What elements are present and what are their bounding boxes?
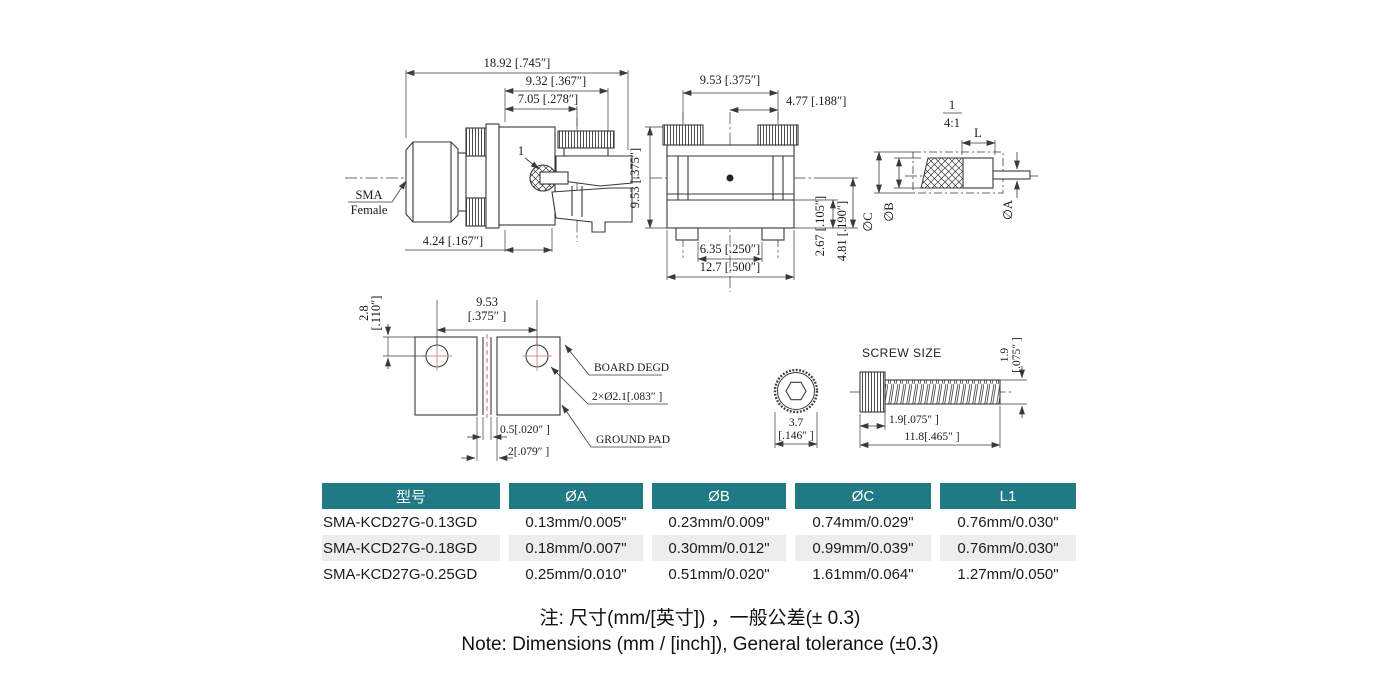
board-pad-left [414, 336, 478, 416]
sma-connector-body [405, 123, 556, 229]
screw-end-view: 3.7 [.146″ ] [773, 368, 819, 448]
board-edge-label: BOARD DEGD [594, 362, 669, 374]
table-cell: 0.18mm/0.007" [509, 535, 643, 561]
note-en: Note: Dimensions (mm / [inch]), General … [461, 634, 939, 655]
spec-table: 型号 ØA ØB ØC L1 SMA-KCD27G-0.13GD 0.13mm/… [322, 483, 1076, 587]
table-cell: 0.23mm/0.009" [668, 513, 770, 531]
table-cell: 0.76mm/0.030" [957, 513, 1059, 531]
dim-pitch-in: [.375″ ] [468, 309, 507, 323]
dim-base: 4.81 [.190″] [835, 201, 849, 261]
hex-socket [785, 381, 807, 401]
dim-step: 2.67 [.105″] [813, 196, 827, 256]
hole-spec-label: 2×Ø2.1[.083″ ] [592, 391, 662, 403]
dim-edge-in: [.110″] [369, 296, 383, 331]
knurled-nut-top [465, 127, 487, 157]
side-view-drawing: 18.92 [.745″] 9.32 [.367″] 7.05 [.278″] … [345, 56, 640, 253]
dim-barrel-length: 4.24 [.167″] [423, 234, 483, 248]
table-cell: 0.76mm/0.030" [940, 535, 1076, 561]
table-cell-model: SMA-KCD27G-0.13GD [323, 513, 478, 531]
detail-scale: 4:1 [944, 116, 960, 130]
dia-a-label: ∅A [1001, 200, 1015, 220]
table-cell: 1.61mm/0.064" [812, 565, 914, 583]
screw-nut-right [757, 124, 799, 146]
dim-front-width: 7.05 [.278″] [518, 92, 578, 106]
detail-dimensions: L ∅A ∅B ∅C [861, 126, 1020, 232]
dim-head-dia-in: [.146″ ] [778, 430, 813, 442]
table-cell: 0.25mm/0.010" [525, 565, 627, 583]
board-layout-drawing: 9.53 [.375″ ] 2.8 [.110″] 0.5[.020″ ] 2[… [357, 295, 670, 461]
connector-gender-label: Female [351, 203, 388, 217]
top-view-drawing: 9.53 [.375″] 4.77 [.188″] 9.53 [.375″] 6… [628, 73, 858, 292]
dia-c-label: ∅C [861, 212, 875, 231]
table-cell: 0.30mm/0.012" [652, 535, 786, 561]
board-dimensions: 9.53 [.375″ ] 2.8 [.110″] 0.5[.020″ ] 2[… [357, 295, 550, 461]
table-cell-model: SMA-KCD27G-0.25GD [323, 565, 478, 583]
dim-body-width: 9.32 [.367″] [526, 74, 586, 88]
dielectric-hatch [920, 157, 964, 189]
dia-b-label: ∅B [882, 202, 896, 221]
table-cell: 0.13mm/0.005" [525, 513, 627, 531]
knurled-nut-bottom [465, 197, 487, 227]
side-view-dimensions: 18.92 [.745″] 9.32 [.367″] 7.05 [.278″] … [348, 56, 629, 253]
table-cell-model: SMA-KCD27G-0.18GD [322, 535, 500, 561]
notes-block: 注: 尺寸(mm/[英寸]) ，一般公差(± 0.3) Note: Dimens… [0, 606, 1400, 658]
col-header-l1: L1 [940, 483, 1076, 509]
dim-pitch-mm: 9.53 [476, 295, 498, 309]
col-header-dia-c: ØC [795, 483, 931, 509]
screw-head [859, 371, 886, 413]
dim-height: 9.53 [.375″] [628, 148, 642, 208]
thumbscrew-knurl [557, 130, 615, 149]
dim-total-width: 18.92 [.745″] [484, 56, 551, 70]
dim-thread-in: [.075″ ] [1011, 337, 1023, 372]
clamp-assembly [529, 130, 633, 233]
dim-half-spacing: 4.77 [.188″] [786, 94, 846, 108]
center-pin-dot [726, 174, 734, 182]
col-header-dia-a: ØA [509, 483, 643, 509]
table-cell: 0.99mm/0.039" [795, 535, 931, 561]
dim-head-dia-mm: 3.7 [789, 417, 804, 429]
dim-slot-width: 0.5[.020″ ] [500, 424, 550, 436]
dim-thread-mm: 1.9 [999, 348, 1011, 363]
table-cell: 1.27mm/0.050" [957, 565, 1059, 583]
table-cell: 0.74mm/0.029" [812, 513, 914, 531]
screw-nut-left [662, 124, 704, 146]
detail-body-outline [912, 151, 1004, 194]
dim-gap: 2[.079″ ] [508, 446, 549, 458]
board-labels: BOARD DEGD 2×Ø2.1[.083″ ] GROUND PAD [550, 344, 670, 448]
connector-type-label: SMA [355, 188, 382, 202]
center-pin [992, 170, 1031, 180]
col-header-dia-b: ØB [652, 483, 786, 509]
col-header-model: 型号 [322, 483, 500, 509]
top-view-body [662, 124, 799, 241]
dim-total-length: 11.8[.465″ ] [904, 431, 959, 443]
screw-drawing: SCREW SIZE 3.7 [.146″ ] 1.9[.075″ ] 11.8… [773, 337, 1027, 448]
top-view-dimensions: 9.53 [.375″] 4.77 [.188″] 9.53 [.375″] 6… [628, 73, 858, 280]
detail-number: 1 [949, 98, 955, 112]
table-cell: 0.51mm/0.020" [668, 565, 770, 583]
dim-width: 12.7 [.500″] [700, 260, 760, 274]
note-zh: 注: 尺寸(mm/[英寸]) ，一般公差(± 0.3) [539, 608, 861, 629]
dim-l: L [974, 126, 982, 140]
dim-edge-mm: 2.8 [357, 305, 371, 321]
ground-pad-label: GROUND PAD [596, 434, 670, 446]
detail-callout-number: 1 [518, 144, 524, 158]
detail-view-drawing: 1 4:1 L ∅A ∅B ∅C [861, 98, 1038, 232]
screw-side-view: 1.9[.075″ ] 11.8[.465″ ] 1.9 [.075″ ] [850, 337, 1027, 448]
dim-head-length: 1.9[.075″ ] [889, 414, 939, 426]
dim-screw-spacing: 9.53 [.375″] [700, 73, 760, 87]
screw-size-title: SCREW SIZE [862, 346, 942, 360]
screw-shaft [884, 379, 1001, 405]
technical-drawings: 18.92 [.745″] 9.32 [.367″] 7.05 [.278″] … [345, 56, 1038, 461]
dim-slot: 6.35 [.250″] [700, 242, 760, 256]
